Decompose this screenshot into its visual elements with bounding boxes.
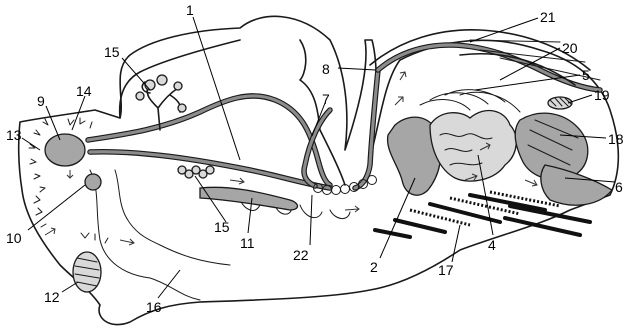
label-5: 5 [582,67,590,83]
inner-lining [115,170,230,265]
label-6: 6 [615,179,623,195]
gland-lobe-b [157,75,167,85]
label-15-upper: 15 [104,44,120,60]
label-13: 13 [6,127,22,143]
organ-11 [200,187,298,210]
label-11: 11 [240,235,255,251]
label-14: 14 [76,83,92,99]
cirri-14 [68,118,92,128]
label-15-lower: 15 [214,219,230,235]
label-18: 18 [608,131,624,147]
label-19: 19 [594,87,610,103]
gland-lobe-c [174,82,182,90]
label-8: 8 [322,61,330,77]
label-7: 7 [322,91,330,107]
label-20: 20 [562,40,578,56]
label-22: 22 [293,247,309,263]
label-2: 2 [370,259,378,275]
label-10: 10 [6,230,22,246]
gland-15-lower [178,166,214,178]
label-16: 16 [146,299,162,315]
label-21: 21 [540,9,556,25]
pharynx-lining [90,170,200,300]
organ-4 [430,111,516,182]
organ-9 [45,134,85,166]
label-17: 17 [438,262,454,278]
gland-lobe-d [178,104,186,112]
label-1: 1 [186,2,194,18]
label-9: 9 [37,93,45,109]
hepatic-strands [420,90,520,112]
lamella-lines [470,40,600,80]
gland-lobe-a [145,80,155,90]
label-12: 12 [44,289,60,305]
label-4: 4 [488,237,496,253]
organ-12 [73,252,101,292]
vessel-8 [355,70,378,188]
organ-10 [85,174,101,190]
cirri-13 [29,119,48,227]
cirri-lower [81,233,108,243]
gland-lobe-e [136,92,144,100]
